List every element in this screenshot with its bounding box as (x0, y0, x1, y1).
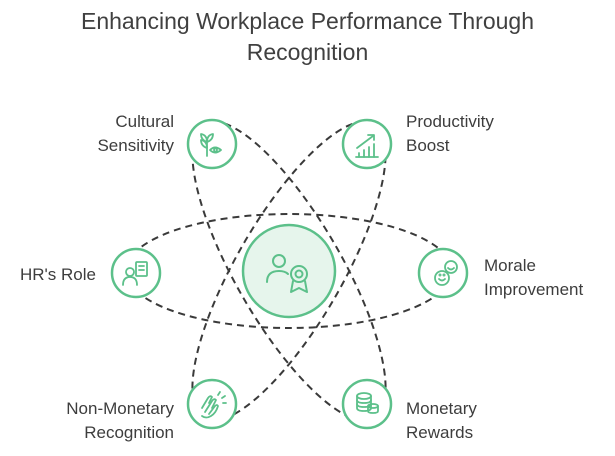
label-morale-line2: Improvement (484, 280, 584, 299)
node-monetary (341, 378, 393, 430)
label-nonmonetary: Non-Monetary Recognition (66, 397, 174, 445)
label-hr-line1: HR's Role (20, 265, 96, 284)
growth-chart-icon (355, 134, 379, 158)
label-cultural: Cultural Sensitivity (97, 110, 174, 158)
node-productivity (341, 118, 393, 170)
plant-eye-icon (200, 133, 222, 157)
coin-stack-icon (356, 392, 379, 414)
label-productivity-line1: Productivity (406, 112, 494, 131)
label-morale: Morale Improvement (484, 254, 583, 302)
center-node (241, 223, 337, 319)
label-productivity: Productivity Boost (406, 110, 494, 158)
title-line-2: Recognition (246, 39, 369, 65)
label-cultural-line2: Sensitivity (97, 136, 174, 155)
node-hr (110, 247, 162, 299)
person-award-icon (266, 254, 308, 293)
label-monetary-line2: Rewards (406, 423, 474, 442)
title-line-1: Enhancing Workplace Performance Through (80, 8, 534, 34)
page-title: Enhancing Workplace Performance Through … (0, 6, 615, 68)
node-cultural (186, 118, 238, 170)
smiley-faces-icon (434, 260, 458, 286)
label-monetary-line1: Monetary (406, 399, 477, 418)
label-cultural-line1: Cultural (115, 112, 174, 131)
node-nonmonetary (186, 378, 238, 430)
node-morale (417, 247, 469, 299)
label-productivity-line2: Boost (406, 136, 450, 155)
label-nonmonetary-line1: Non-Monetary (66, 399, 174, 418)
clapping-hands-icon (201, 391, 227, 419)
label-hr: HR's Role (20, 263, 96, 287)
label-morale-line1: Morale (484, 256, 536, 275)
label-nonmonetary-line2: Recognition (84, 423, 174, 442)
label-monetary: Monetary Rewards (406, 397, 477, 445)
person-document-icon (122, 261, 148, 286)
